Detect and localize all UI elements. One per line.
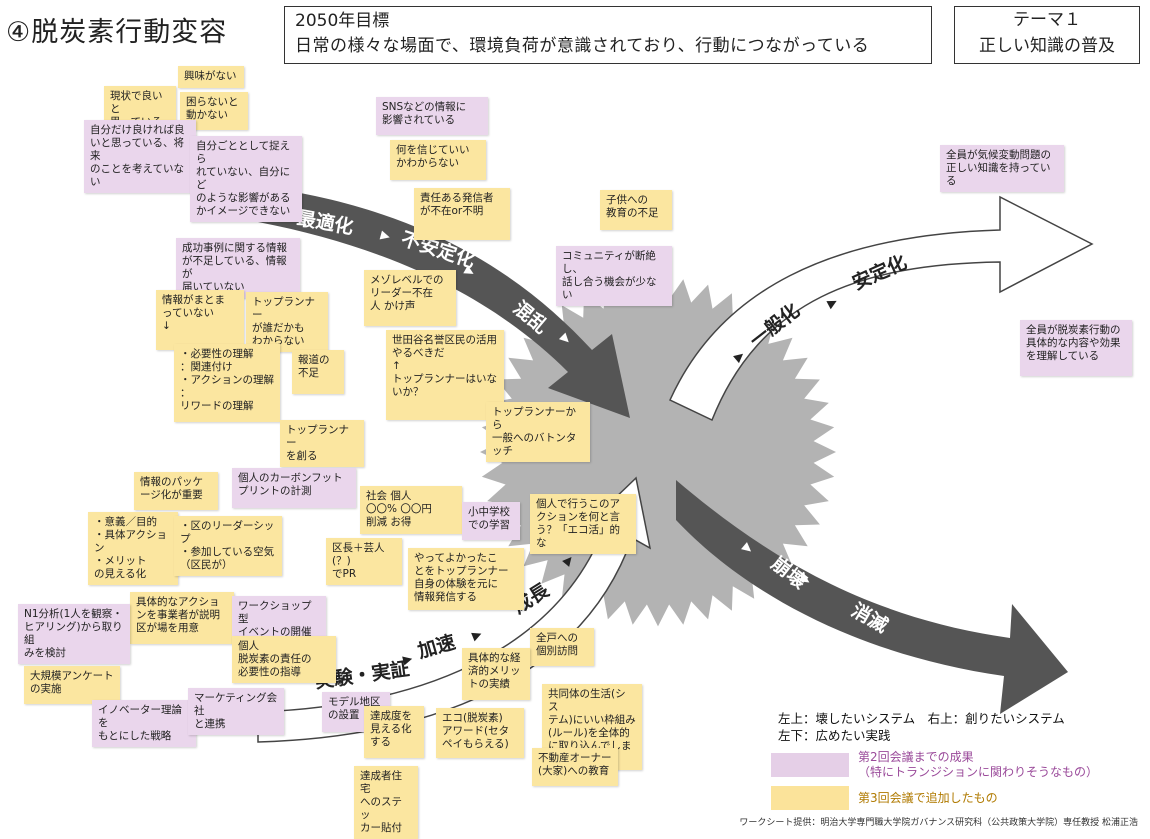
sticky-note-yellow: 達成者住宅 へのステッ カー貼付 xyxy=(354,766,418,839)
credit-line: ワークシート提供：明治大学専門職大学院ガバナンス研究科（公共政策大学院）専任教授… xyxy=(739,818,1138,828)
legend-label-yellow: 第3回会議で追加したもの xyxy=(858,791,998,805)
arrow-label-bottom-left-1: ▶ xyxy=(401,651,414,667)
sticky-note-purple: 全員が脱炭素行動の 具体的な内容や効果 を理解している xyxy=(1020,320,1132,376)
theme-number: テーマ１ xyxy=(1013,10,1081,30)
goal-box: 2050年目標 日常の様々な場面で、環境負荷が意識されており、行動につながってい… xyxy=(284,6,932,64)
sticky-note-yellow: 大規模アンケート の実施 xyxy=(24,666,120,704)
sticky-note-yellow: トップランナー を創る xyxy=(280,420,364,467)
sticky-note-yellow: 何を信じていい かわからない xyxy=(390,140,486,180)
sticky-note-yellow: 達成度を 見える化 する xyxy=(364,706,424,758)
sticky-note-yellow: 報道の 不足 xyxy=(292,350,344,394)
sticky-note-yellow: 全戸への 個別訪問 xyxy=(530,628,594,666)
sticky-note-purple: 成功事例に関する情報 が不足している、情報が 届いていない xyxy=(176,238,300,298)
sticky-note-yellow: 具体的なアクショ ンを事業者が説明 区が場を用意 xyxy=(130,592,234,644)
sticky-note-yellow: ・意義／目的 ・具体アクション ・メリット の見える化 xyxy=(88,512,178,585)
sticky-note-yellow: ・区のリーダーシップ ・参加している空気 （区民が） xyxy=(174,516,282,576)
sticky-note-purple: 自分だけ良ければ良 いと思っている、将来 のことを考えていない xyxy=(84,120,196,193)
sticky-note-purple: ワークショップ型 イベントの開催 xyxy=(232,596,326,643)
sticky-note-yellow: 社会 個人 〇〇% 〇〇円 削減 お得 xyxy=(360,486,462,534)
quadrant-key: 左上：壊したいシステム 右上：創りたいシステム 左下：広めたい実践 xyxy=(778,711,1065,743)
arrow-label-bottom-left-2: 加速 xyxy=(414,630,458,663)
arrow-label-top-right-2: ▶ xyxy=(825,294,840,311)
sticky-note-yellow: ・必要性の理解 ：関連付け ・アクションの理解 ： リワードの理解 xyxy=(174,344,280,422)
sticky-note-purple: 個人のカーボンフット プリントの計測 xyxy=(232,468,356,508)
sticky-note-yellow: 情報がまとま っていない ↓ xyxy=(156,290,244,350)
sticky-note-yellow: トップランナーから 一般へのバトンタ ッチ xyxy=(486,402,590,462)
sticky-note-yellow: メゾレベルでの リーダー不在 人 かけ声 xyxy=(364,270,456,326)
sticky-note-purple: イノベーター理論を もとにした戦略 xyxy=(92,700,196,747)
legend-label-purple: 第2回会議までの成果 （特にトランジションに関わりそうなもの） xyxy=(858,750,1099,779)
arrow-label-bottom-left-3: ▶ xyxy=(470,626,485,643)
sticky-note-yellow: 興味がない xyxy=(178,66,244,88)
goal-heading: 2050年目標 xyxy=(295,11,390,31)
sticky-note-yellow: 世田谷名誉区民の活用 やるべきだ ↑ トップランナーはいな いか？ xyxy=(386,330,504,420)
sticky-note-purple: SNSなどの情報に 影響されている xyxy=(376,97,488,135)
sticky-note-purple: マーケティング会社 と連携 xyxy=(188,688,284,735)
sticky-note-yellow: 個人で行うこのア クションを何と言 う？「エコ活」的な xyxy=(530,494,636,554)
page-title: ④脱炭素行動変容 xyxy=(6,17,228,48)
sticky-note-purple: 小中学校 での学習 xyxy=(462,502,520,540)
arrow-top-left xyxy=(258,186,630,418)
sticky-note-yellow: やってよかったこ とをトップランナー 自身の体験を元に 情報発信する xyxy=(408,548,524,610)
sticky-note-purple: 自分ごととして捉えら れていない、自分にど のような影響がある かイメージできな… xyxy=(190,136,302,222)
sticky-note-purple: 全員が気候変動問題の 正しい知識を持っている xyxy=(940,145,1064,192)
legend-swatch-purple xyxy=(771,753,849,777)
theme-title: 正しい知識の普及 xyxy=(979,36,1115,56)
sticky-note-yellow: 責任ある発信者 が不在or不明 xyxy=(414,188,510,240)
sticky-note-purple: コミュニティが断絶し、 話し合う機会が少ない xyxy=(556,246,672,306)
goal-text: 日常の様々な場面で、環境負荷が意識されており、行動につながっている xyxy=(295,36,870,56)
arrow-bottom-right xyxy=(676,480,1068,714)
theme-box: テーマ１ 正しい知識の普及 xyxy=(954,6,1140,64)
sticky-note-yellow: トップランナー が誰だかも わからない xyxy=(246,292,328,352)
sticky-note-purple: N1分析(1人を観察・ ヒアリング)から取り組 みを検討 xyxy=(18,604,130,664)
sticky-note-yellow: 子供への 教育の不足 xyxy=(600,190,672,230)
legend-swatch-yellow xyxy=(771,786,849,810)
sticky-note-yellow: 情報のパッケ ージ化が重要 xyxy=(134,472,218,510)
sticky-note-yellow: 困らないと 動かない xyxy=(180,92,248,130)
sticky-note-yellow: 区長＋芸人(？) でPR xyxy=(326,538,402,585)
sticky-note-yellow: 不動産オーナー (大家)への教育 xyxy=(532,748,618,786)
arrow-top-right xyxy=(669,195,1094,422)
sticky-note-yellow: 個人 脱炭素の責任の 必要性の指導 xyxy=(232,636,336,683)
sticky-note-yellow: エコ(脱炭素) アワード(セタ ペイもらえる) xyxy=(436,708,524,758)
sticky-note-yellow: 具体的な経 済的メリッ トの実績 xyxy=(462,648,530,700)
